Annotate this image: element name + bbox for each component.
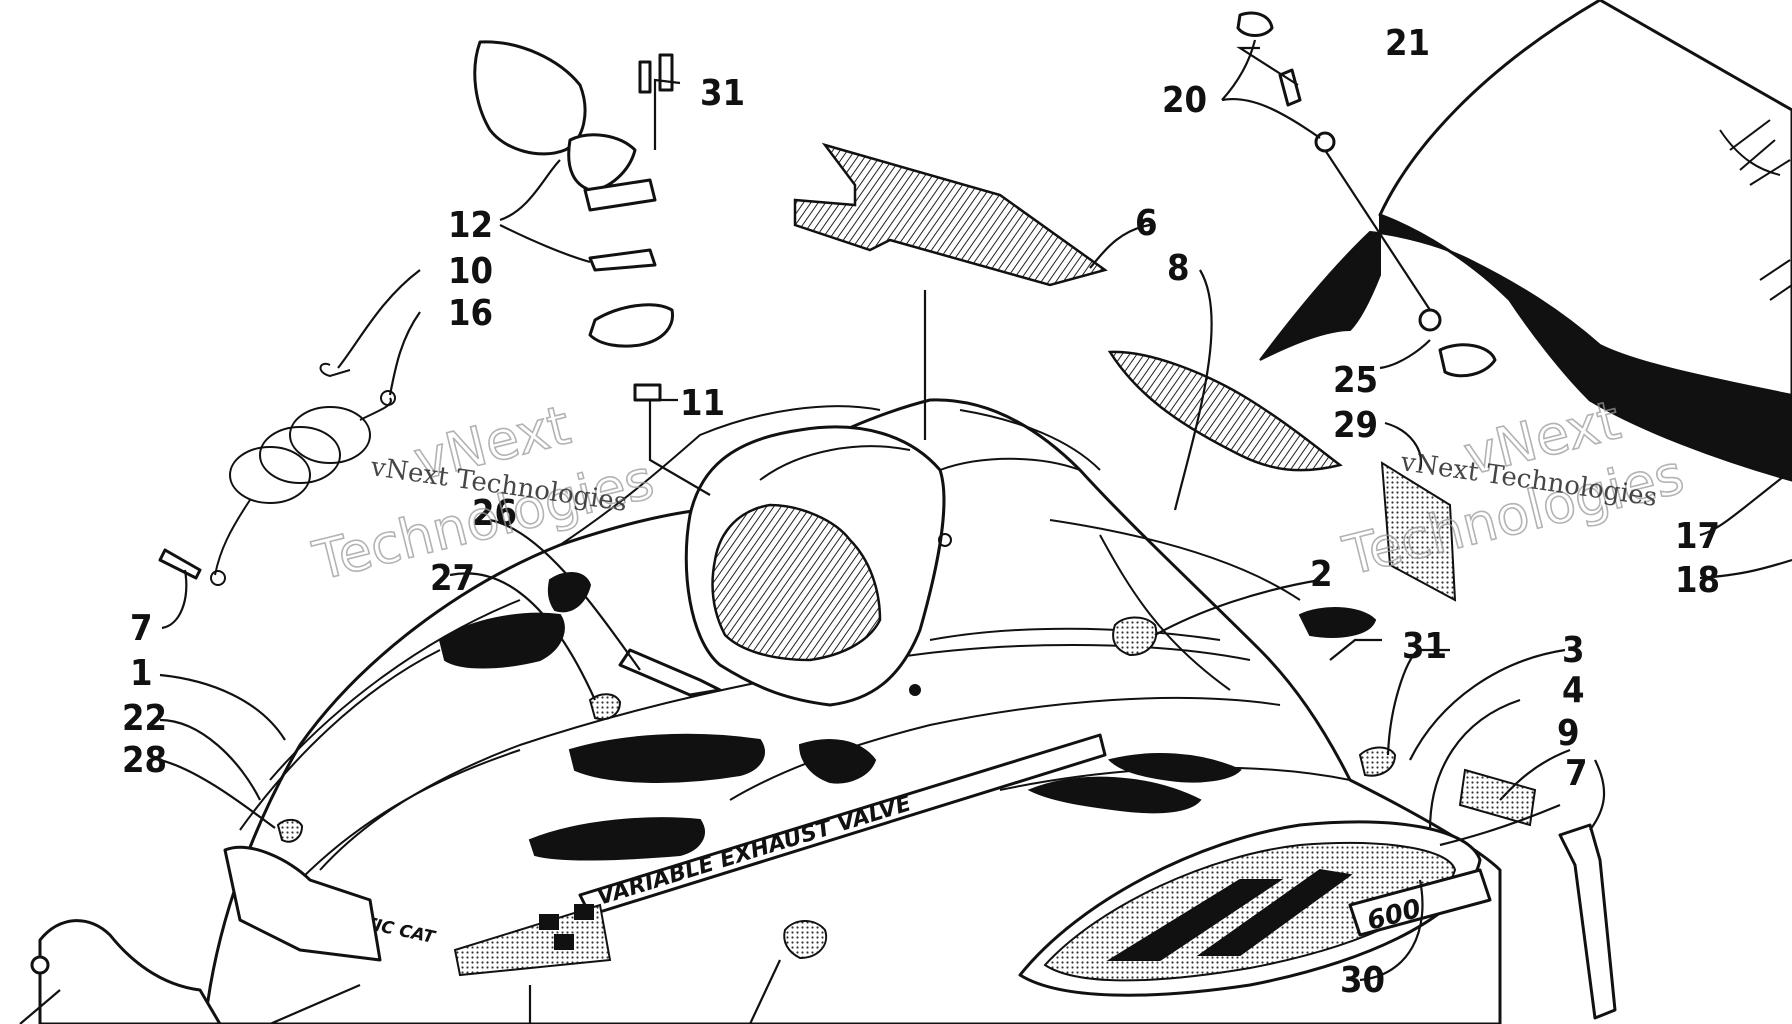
callout-31: 31 <box>1402 626 1447 667</box>
callout-21: 22 <box>122 698 167 739</box>
callout-20: 21 <box>1385 23 1430 64</box>
callout-12: 11 <box>680 383 725 424</box>
callout-18: 18 <box>1675 560 1720 601</box>
leader-lines <box>19 39 1792 1024</box>
left-vents <box>438 572 877 861</box>
callout-17: 17 <box>1675 516 1720 557</box>
callout-13: 12 <box>448 205 493 246</box>
small-decals <box>276 607 1397 960</box>
callout-1: 1 <box>130 653 153 694</box>
callout-10: 10 <box>448 251 493 292</box>
callout-25: 26 <box>472 493 517 534</box>
center-cowl <box>684 409 1101 707</box>
callout-22: 25 <box>1333 360 1378 401</box>
callout-7: 7 <box>130 608 153 649</box>
fasteners <box>658 11 1497 378</box>
part-11-reflector <box>1458 768 1537 827</box>
callout-2: 2 <box>1310 554 1333 595</box>
part-6-pad <box>793 142 1108 287</box>
right-scoops <box>1027 753 1242 814</box>
callout-29: 31 <box>700 73 745 114</box>
callout-16: 16 <box>448 293 493 334</box>
callout-19: 20 <box>1162 80 1207 121</box>
callout-labels: 31 12 10 16 11 26 27 7 1 22 28 21 20 6 8… <box>122 23 1720 1001</box>
callout-11: 9 <box>1557 713 1580 754</box>
callout-26: 27 <box>430 558 475 599</box>
part-9-strap <box>1558 823 1617 1020</box>
front-bumper <box>30 845 382 1024</box>
checkered-decal <box>453 903 612 977</box>
callout-6: 6 <box>1135 203 1158 244</box>
windshield <box>1259 0 1792 482</box>
callout-27: 28 <box>122 740 167 781</box>
part-28-plate <box>1380 461 1457 602</box>
callout-9: 7 <box>1565 753 1588 794</box>
callout-28: 29 <box>1333 405 1378 446</box>
part-8-strip <box>1107 350 1343 472</box>
tether-cord <box>158 362 396 586</box>
model-decal: 600 <box>1018 820 1492 997</box>
callout-30: 30 <box>1340 960 1385 1001</box>
callout-8: 8 <box>1167 248 1190 289</box>
callout-4: 4 <box>1562 670 1585 711</box>
callout-3: 3 <box>1562 630 1585 671</box>
mirror-assembly <box>473 40 675 402</box>
